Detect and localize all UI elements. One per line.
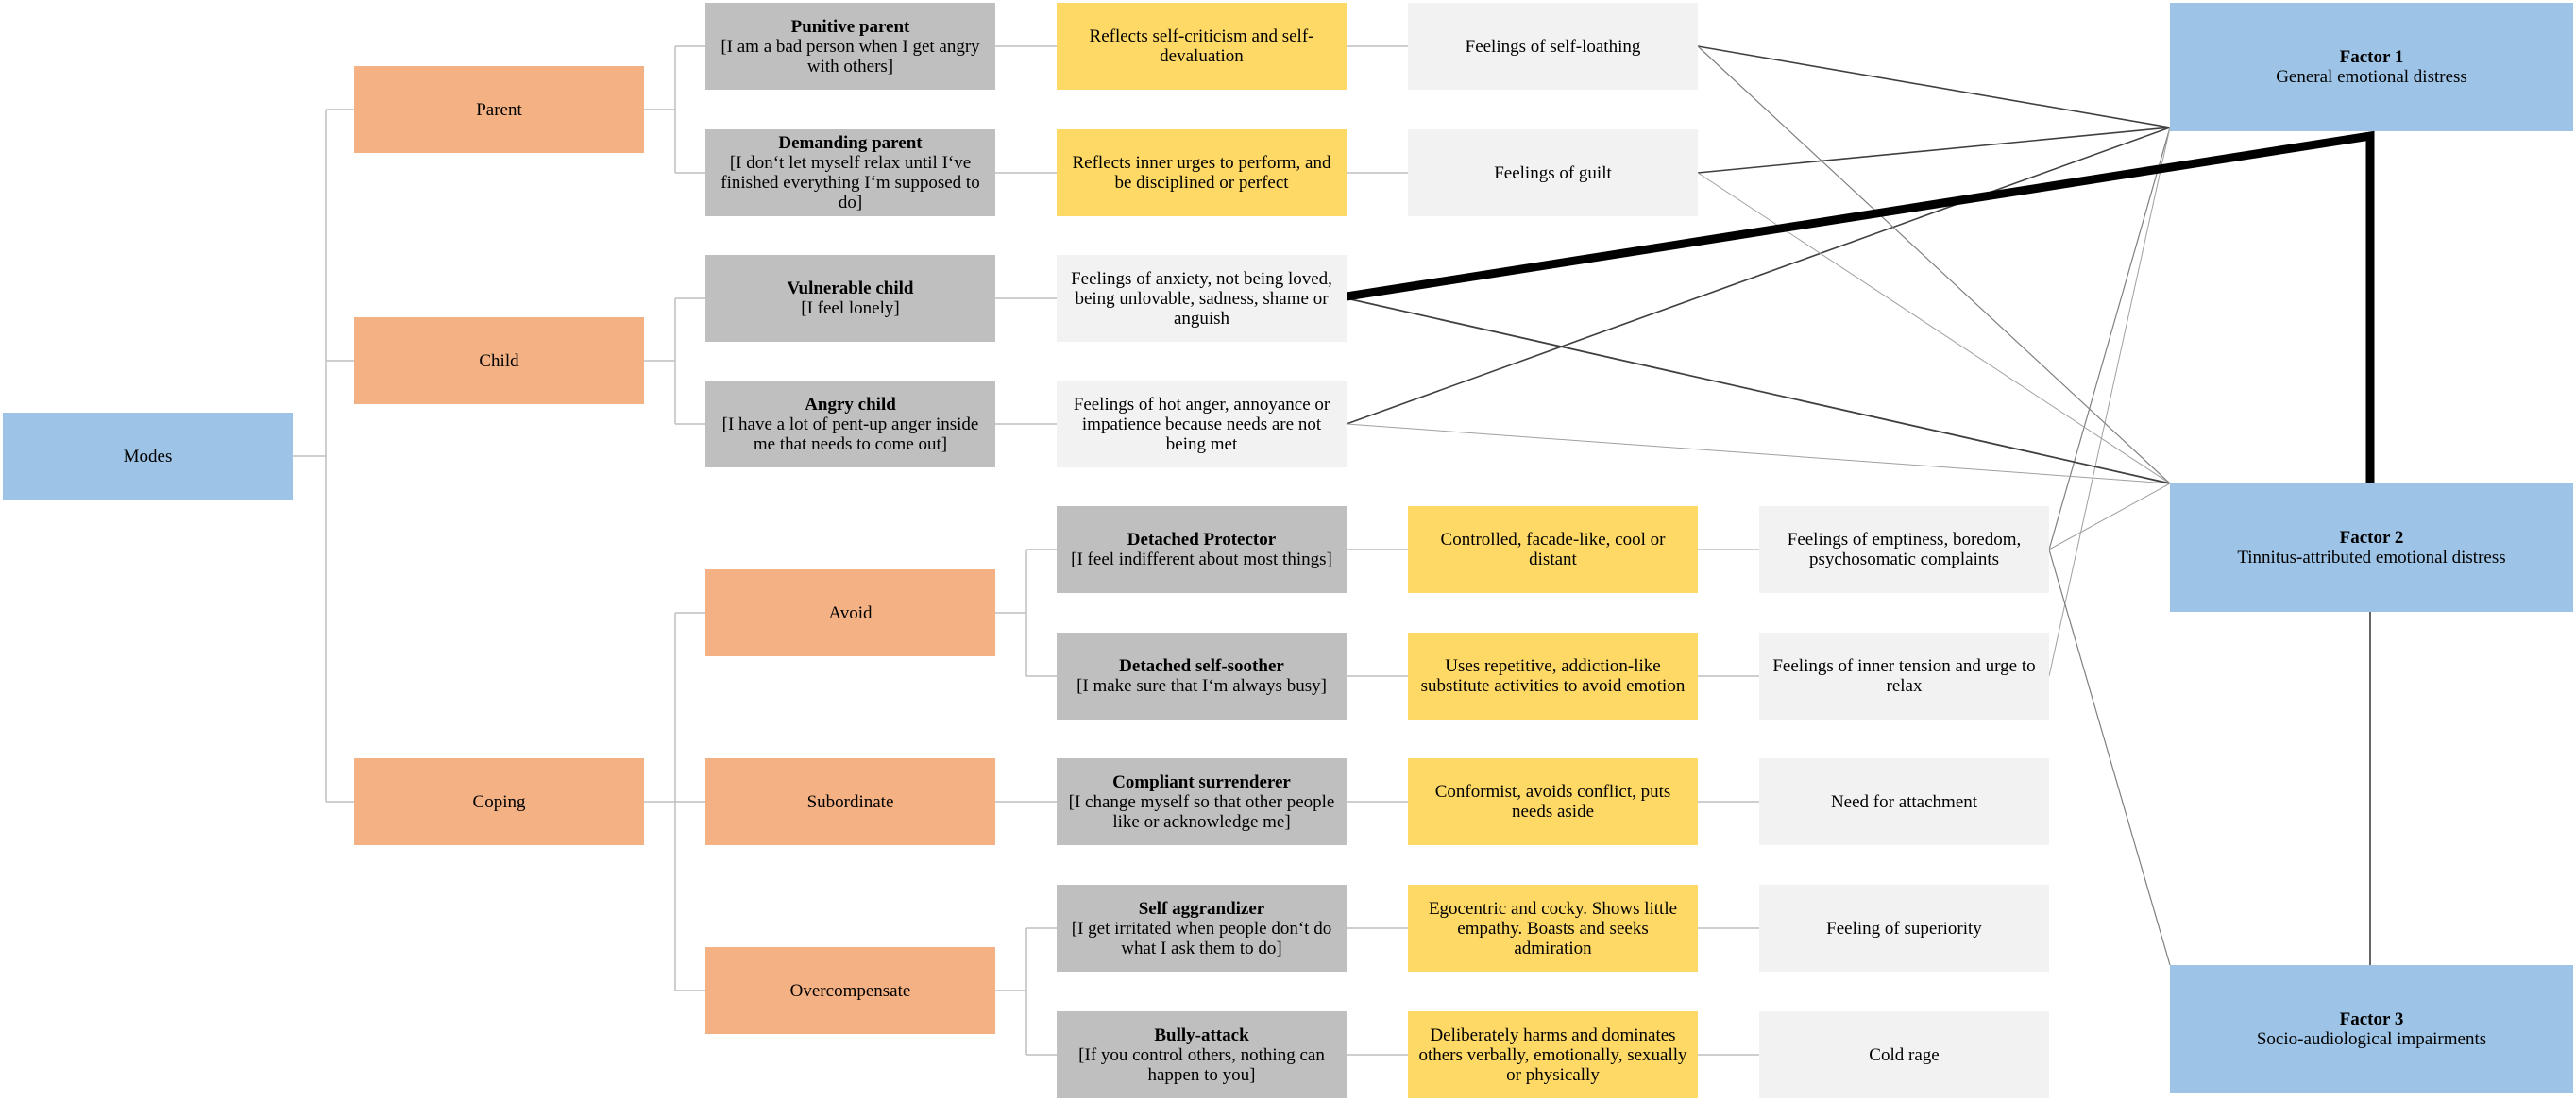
factor-link bbox=[2048, 127, 2171, 550]
mode-description: Deliberately harms and dominates others … bbox=[1418, 1025, 1687, 1085]
coping-subordinate-box: Subordinate bbox=[705, 758, 995, 845]
coping-subordinate-label: Subordinate bbox=[806, 791, 894, 812]
category-parent-box: Parent bbox=[354, 66, 644, 153]
coping-overcompensate-label: Overcompensate bbox=[789, 980, 911, 1001]
description-detached-protector-box: Controlled, facade-like, cool or distant bbox=[1408, 506, 1698, 593]
category-parent-label: Parent bbox=[476, 99, 522, 120]
factor-link bbox=[2048, 549, 2171, 966]
mode-description: Conformist, avoids conflict, puts needs … bbox=[1434, 782, 1671, 822]
mode-self-aggrandizer-box: Self aggrandizer [I get irritated when p… bbox=[1057, 885, 1347, 972]
mode-item: [I don‘t let myself relax until I‘ve fin… bbox=[720, 153, 980, 212]
modes-root-box: Modes bbox=[3, 413, 293, 500]
category-child-label: Child bbox=[479, 350, 519, 371]
mode-item: [I make sure that I‘m always busy] bbox=[1076, 676, 1327, 696]
mode-feeling: Feelings of guilt bbox=[1494, 162, 1612, 183]
coping-overcompensate-box: Overcompensate bbox=[705, 947, 995, 1034]
mode-item: [I feel indifferent about most things] bbox=[1071, 550, 1332, 569]
mode-feeling: Feelings of inner tension and urge to re… bbox=[1772, 656, 2036, 696]
mode-name: Detached Protector bbox=[1127, 530, 1277, 550]
factor-link bbox=[1697, 45, 2171, 128]
factor-link bbox=[1697, 172, 2171, 484]
coping-avoid-box: Avoid bbox=[705, 569, 995, 656]
mode-detached-self-soother-box: Detached self-soother [I make sure that … bbox=[1057, 633, 1347, 720]
mode-item: [I change myself so that other people li… bbox=[1068, 791, 1335, 832]
factor-link bbox=[1697, 127, 2171, 174]
mode-name: Detached self-soother bbox=[1119, 656, 1284, 676]
factor-link bbox=[2048, 483, 2171, 550]
mode-angry-child-box: Angry child [I have a lot of pent-up ang… bbox=[705, 381, 995, 467]
factor-2-box: Factor 2 Tinnitus-attributed emotional d… bbox=[2170, 483, 2573, 612]
mode-item: [I am a bad person when I get angry with… bbox=[720, 36, 980, 76]
mode-feeling: Feelings of hot anger, annoyance or impa… bbox=[1073, 394, 1330, 454]
factor-link bbox=[1697, 45, 2171, 484]
factor-link bbox=[1346, 423, 2171, 484]
mode-name: Punitive parent bbox=[790, 16, 910, 37]
mode-description: Controlled, facade-like, cool or distant bbox=[1440, 530, 1666, 569]
mode-name: Bully-attack bbox=[1154, 1025, 1249, 1045]
category-coping-label: Coping bbox=[472, 791, 526, 812]
mode-item: [I feel lonely] bbox=[801, 298, 900, 318]
mode-item: [If you control others, nothing can happ… bbox=[1078, 1044, 1325, 1085]
mode-description: Reflects inner urges to perform, and be … bbox=[1072, 153, 1331, 193]
factor-3-box: Factor 3 Socio-audiological impairments bbox=[2170, 965, 2573, 1093]
description-bully-attack-box: Deliberately harms and dominates others … bbox=[1408, 1011, 1698, 1098]
mode-bully-attack-box: Bully-attack [If you control others, not… bbox=[1057, 1011, 1347, 1098]
mode-name: Self aggrandizer bbox=[1138, 898, 1265, 919]
factor-link bbox=[2048, 127, 2171, 677]
description-demanding-parent-box: Reflects inner urges to perform, and be … bbox=[1057, 129, 1347, 216]
mode-feeling: Cold rage bbox=[1869, 1044, 1940, 1065]
factor-link bbox=[1346, 297, 2171, 484]
mode-detached-protector-box: Detached Protector [I feel indifferent a… bbox=[1057, 506, 1347, 593]
factor-subtitle: General emotional distress bbox=[2276, 67, 2467, 87]
mode-vulnerable-child-box: Vulnerable child [I feel lonely] bbox=[705, 255, 995, 342]
strong-factor-link bbox=[1346, 130, 2375, 483]
mode-feeling: Feelings of anxiety, not being loved, be… bbox=[1071, 268, 1332, 329]
modes-label: Modes bbox=[123, 446, 173, 466]
factor-link bbox=[1346, 127, 2171, 425]
mode-demanding-parent-box: Demanding parent [I don‘t let myself rel… bbox=[705, 129, 995, 216]
mode-item: [I get irritated when people don‘t do wh… bbox=[1071, 918, 1332, 958]
mode-compliant-surrenderer-box: Compliant surrenderer [I change myself s… bbox=[1057, 758, 1347, 845]
mode-feeling: Feelings of emptiness, boredom, psychoso… bbox=[1787, 530, 2022, 569]
description-punitive-parent-box: Reflects self-criticism and self-devalua… bbox=[1057, 3, 1347, 90]
mode-name: Angry child bbox=[805, 394, 896, 415]
mode-feeling: Feeling of superiority bbox=[1826, 918, 1982, 939]
mode-item: [I have a lot of pent-up anger inside me… bbox=[721, 414, 979, 454]
feeling-bully-attack-box: Cold rage bbox=[1759, 1011, 2049, 1098]
feeling-vulnerable-child-box: Feelings of anxiety, not being loved, be… bbox=[1057, 255, 1347, 342]
factor-subtitle: Socio-audiological impairments bbox=[2256, 1029, 2487, 1049]
feeling-punitive-parent-box: Feelings of self-loathing bbox=[1408, 3, 1698, 90]
factor-1-box: Factor 1 General emotional distress bbox=[2170, 3, 2573, 131]
mode-description: Egocentric and cocky. Shows little empat… bbox=[1428, 898, 1678, 958]
description-detached-self-soother-box: Uses repetitive, addiction-like substitu… bbox=[1408, 633, 1698, 720]
category-child-box: Child bbox=[354, 317, 644, 404]
mode-feeling: Feelings of self-loathing bbox=[1465, 36, 1641, 57]
category-coping-box: Coping bbox=[354, 758, 644, 845]
coping-avoid-label: Avoid bbox=[828, 602, 873, 623]
mode-punitive-parent-box: Punitive parent [I am a bad person when … bbox=[705, 3, 995, 90]
feeling-detached-self-soother-box: Feelings of inner tension and urge to re… bbox=[1759, 633, 2049, 720]
factor-title: Factor 1 bbox=[2339, 47, 2404, 67]
factor-subtitle: Tinnitus-attributed emotional distress bbox=[2237, 548, 2506, 567]
mode-name: Vulnerable child bbox=[787, 279, 914, 298]
mode-description: Reflects self-criticism and self-devalua… bbox=[1089, 26, 1314, 66]
factor-title: Factor 2 bbox=[2339, 528, 2404, 548]
feeling-demanding-parent-box: Feelings of guilt bbox=[1408, 129, 1698, 216]
feeling-compliant-surrenderer-box: Need for attachment bbox=[1759, 758, 2049, 845]
mode-description: Uses repetitive, addiction-like substitu… bbox=[1420, 656, 1686, 696]
factor-title: Factor 3 bbox=[2339, 1009, 2404, 1029]
mode-name: Compliant surrenderer bbox=[1112, 771, 1291, 792]
description-self-aggrandizer-box: Egocentric and cocky. Shows little empat… bbox=[1408, 885, 1698, 972]
mode-feeling: Need for attachment bbox=[1830, 791, 1978, 812]
feeling-angry-child-box: Feelings of hot anger, annoyance or impa… bbox=[1057, 381, 1347, 467]
feeling-detached-protector-box: Feelings of emptiness, boredom, psychoso… bbox=[1759, 506, 2049, 593]
mode-name: Demanding parent bbox=[778, 133, 923, 153]
feeling-self-aggrandizer-box: Feeling of superiority bbox=[1759, 885, 2049, 972]
description-compliant-surrenderer-box: Conformist, avoids conflict, puts needs … bbox=[1408, 758, 1698, 845]
